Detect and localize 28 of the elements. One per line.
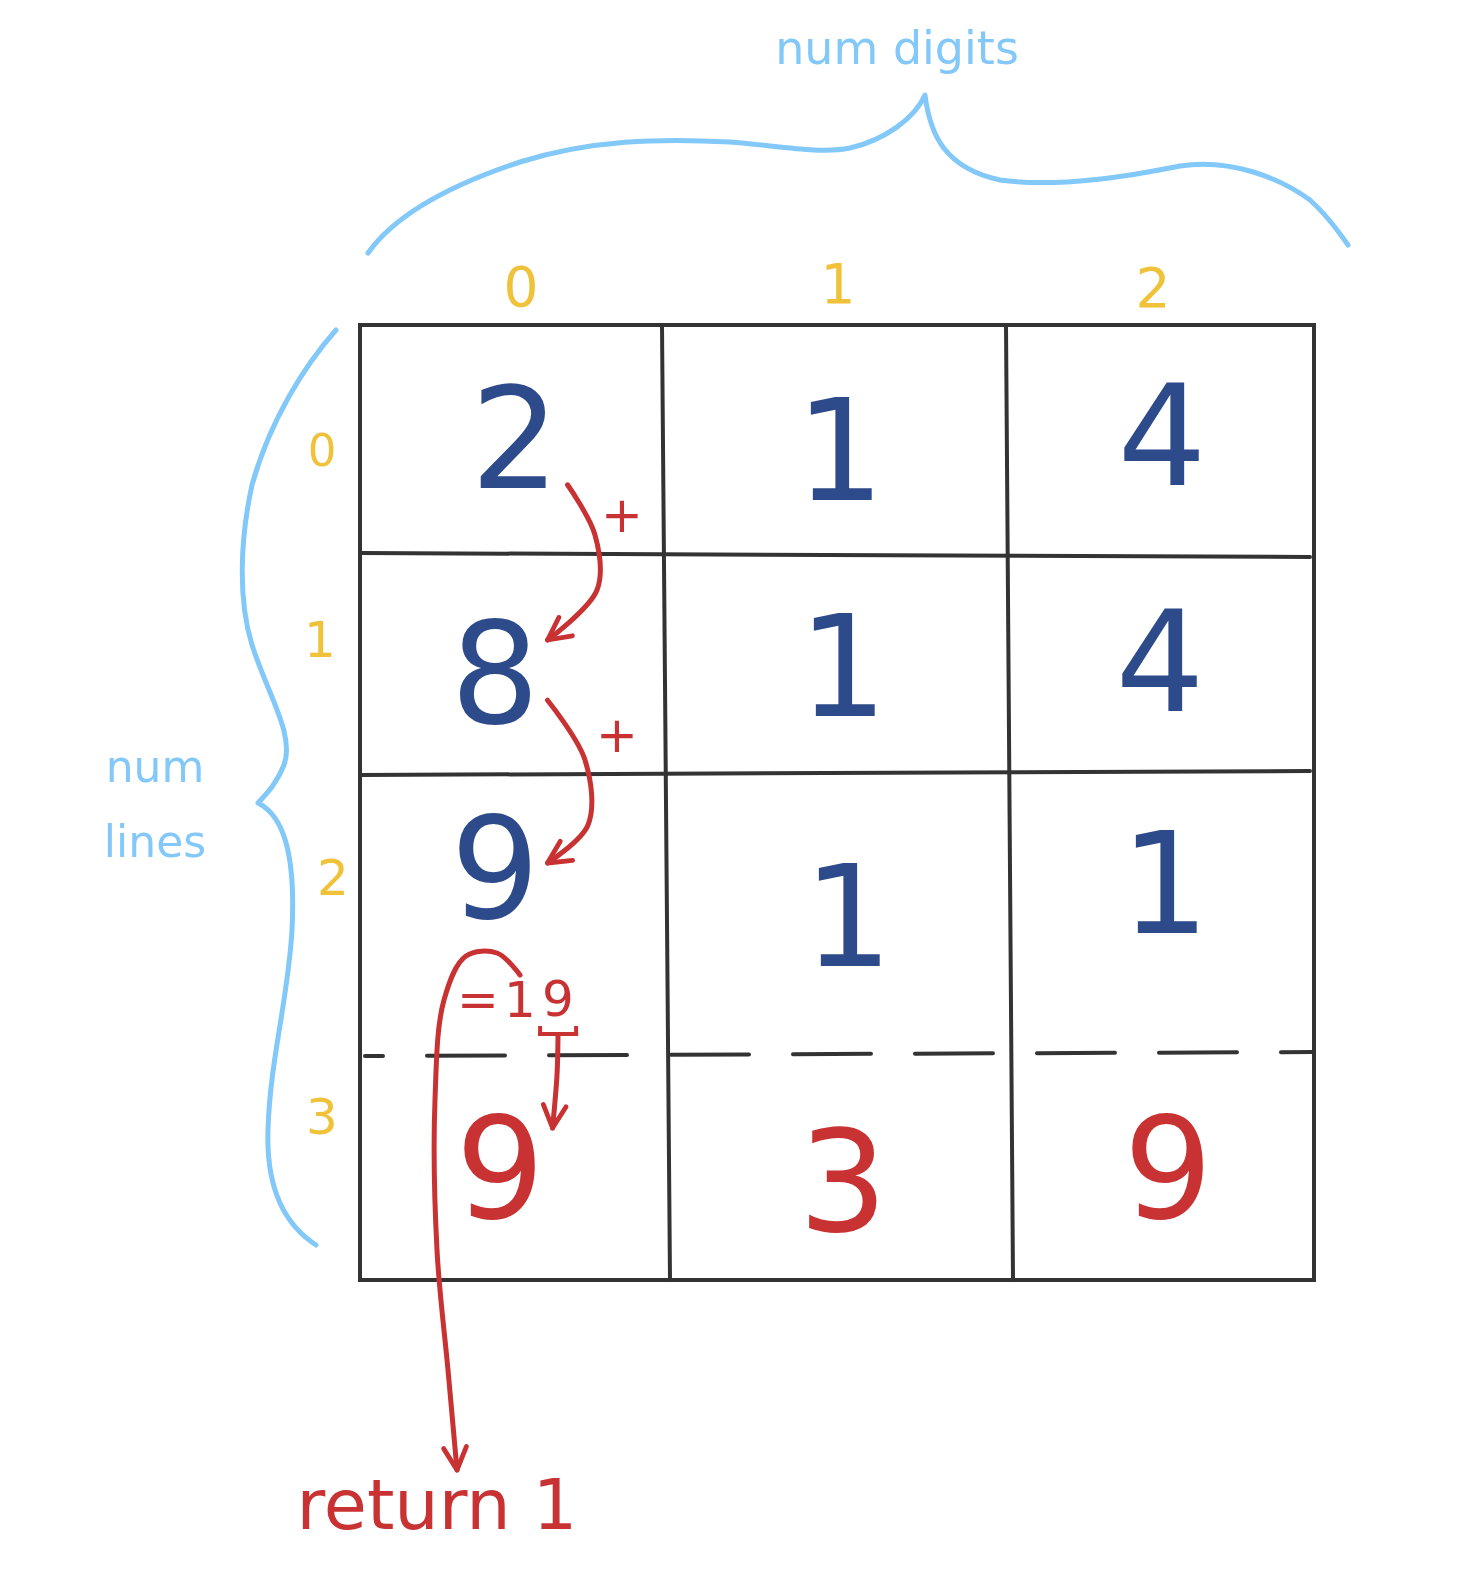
digit: 8 [442, 605, 548, 745]
digit: 9 [447, 1100, 553, 1240]
digit: 1 [798, 598, 888, 738]
arrow [545, 697, 595, 866]
equals-sign: = [457, 975, 499, 1025]
arrow [431, 948, 523, 1473]
digit: 1 [795, 382, 885, 522]
digit: 1 [1120, 815, 1210, 955]
column-index: 0 [503, 259, 539, 315]
sum-digit: 9 [538, 974, 578, 1036]
brace-label: num lines [102, 740, 208, 869]
digit: 9 [1123, 1100, 1213, 1240]
row-index: 0 [307, 427, 337, 473]
row-index: 2 [317, 853, 349, 903]
arrow [540, 1033, 569, 1131]
column-index: 1 [820, 256, 856, 312]
digit: 4 [1115, 593, 1205, 733]
arrow [545, 482, 603, 643]
return-note: return 1 [296, 1470, 578, 1540]
digit: 4 [1117, 367, 1207, 507]
digit: 3 [798, 1113, 888, 1253]
digit: 1 [803, 848, 893, 988]
row-index: 3 [306, 1092, 338, 1142]
column-index: 2 [1135, 260, 1171, 316]
digit: 9 [442, 800, 548, 940]
digit: 2 [462, 370, 568, 510]
carry-digit: 1 [504, 975, 536, 1025]
row-index: 1 [304, 615, 336, 665]
